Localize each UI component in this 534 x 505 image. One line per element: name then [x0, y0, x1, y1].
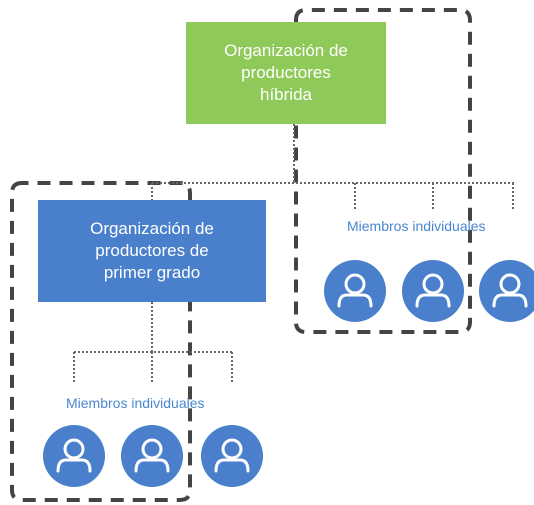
hybrid-organization-node: Organización de productores híbrida: [186, 22, 386, 124]
person-icon: [201, 425, 263, 487]
first-grade-organization-node: Organización de productores de primer gr…: [38, 200, 266, 302]
bottom-members-label: Miembros individuales: [66, 395, 205, 411]
bottom-members-icons: [43, 425, 263, 487]
first-grade-organization-label: Organización de productores de primer gr…: [90, 219, 214, 282]
first-grade-connectors: [73, 302, 233, 382]
person-icon: [121, 425, 183, 487]
person-icon: [479, 260, 534, 322]
person-icon: [402, 260, 464, 322]
hybrid-organization-label: Organización de productores híbrida: [224, 41, 348, 104]
first-grade-group-outline: [10, 181, 192, 502]
person-icon: [324, 260, 386, 322]
top-members-icons: [324, 260, 534, 322]
top-members-label: Miembros individuales: [347, 218, 486, 234]
hybrid-group-outline: [294, 8, 472, 334]
hybrid-connectors: [151, 124, 515, 210]
person-icon: [43, 425, 105, 487]
